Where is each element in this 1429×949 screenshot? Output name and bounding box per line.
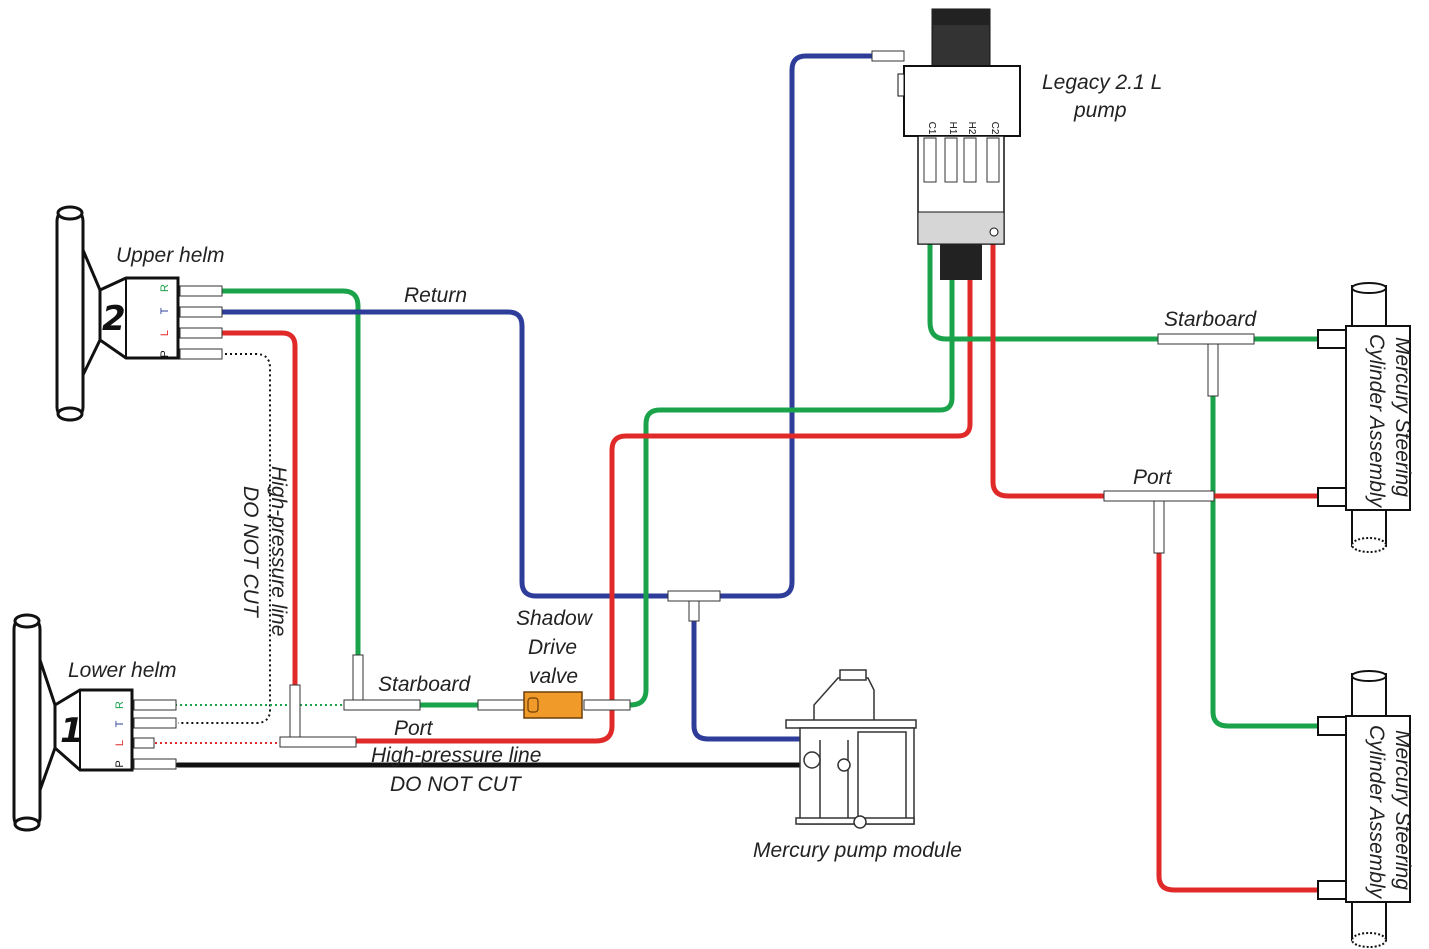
steering-cylinder-top bbox=[1317, 282, 1411, 553]
legacy-pump-label-line1: Legacy 2.1 L bbox=[1042, 71, 1162, 94]
return-tee bbox=[667, 590, 721, 602]
upper-helm-label: Upper helm bbox=[116, 244, 225, 267]
hp-dotted-line-vertical bbox=[178, 353, 271, 724]
fitting bbox=[133, 699, 177, 711]
upper-helm bbox=[55, 205, 180, 422]
lower-helm-port-hose bbox=[353, 177, 973, 744]
cylinder-bottom-label-line2: Cylinder Assembly bbox=[1365, 725, 1388, 900]
steering-cylinder-bottom bbox=[1317, 670, 1411, 948]
hp-vertical-label-line1: High-pressure line bbox=[267, 466, 290, 636]
fitting bbox=[179, 327, 223, 339]
fitting bbox=[133, 758, 177, 770]
fitting bbox=[289, 684, 301, 738]
lower-helm bbox=[12, 613, 134, 832]
shadow-valve-label-line1: Shadow bbox=[516, 607, 594, 630]
upper-helm-port-r: R bbox=[159, 284, 171, 292]
return-label: Return bbox=[404, 284, 467, 307]
pump-port-c1: C1 bbox=[926, 122, 937, 135]
cylinder-port-hose bbox=[990, 177, 1107, 499]
cylinder-port-down-hose bbox=[1156, 549, 1321, 893]
shadow-valve-label-line3: valve bbox=[529, 665, 578, 688]
hp-vertical-label-line2: DO NOT CUT bbox=[239, 486, 262, 619]
shadow-drive-valve bbox=[523, 691, 583, 719]
cylinder-bottom-label-line1: Mercury Steering bbox=[1391, 730, 1414, 890]
pump-module-label: Mercury pump module bbox=[753, 839, 962, 862]
shadow-valve-green-hose bbox=[627, 177, 955, 708]
upper-helm-port-t: T bbox=[159, 307, 171, 314]
fitting bbox=[477, 699, 525, 711]
port-tee bbox=[279, 736, 357, 748]
fitting bbox=[871, 50, 905, 62]
upper-helm-port-hose bbox=[219, 330, 298, 688]
fitting bbox=[133, 717, 177, 729]
starboard-tee bbox=[343, 699, 421, 711]
lower-helm-port-p: P bbox=[114, 760, 126, 767]
pump-port-h1: H1 bbox=[947, 122, 958, 135]
legacy-pump bbox=[897, 8, 1021, 280]
fitting bbox=[179, 306, 223, 318]
fitting bbox=[1207, 343, 1219, 397]
fitting bbox=[583, 699, 631, 711]
hp-line-label-line1: High-pressure line bbox=[371, 744, 541, 767]
lower-port-label: Port bbox=[394, 717, 434, 740]
cylinder-top-label-line2: Cylinder Assembly bbox=[1365, 334, 1388, 509]
pump-port-h2: H2 bbox=[966, 122, 977, 135]
pump-port-c2: C2 bbox=[989, 122, 1000, 135]
lower-helm-port-t: T bbox=[114, 720, 126, 727]
fitting bbox=[352, 654, 364, 701]
fitting bbox=[688, 600, 700, 622]
hp-line-label-line2: DO NOT CUT bbox=[390, 773, 523, 796]
port-cylinder-tee bbox=[1103, 490, 1215, 502]
cylinder-starboard-hose bbox=[927, 177, 1161, 342]
fitting bbox=[179, 285, 223, 297]
lower-helm-port-l: L bbox=[114, 740, 126, 746]
return-hose bbox=[219, 309, 671, 599]
upper-helm-port-l: L bbox=[159, 330, 171, 336]
fitting bbox=[179, 348, 223, 360]
fitting bbox=[133, 737, 155, 749]
cylinder-starboard-down-hose bbox=[1210, 393, 1321, 729]
upper-helm-number: 2 bbox=[102, 299, 126, 339]
legacy-pump-label-line2: pump bbox=[1073, 99, 1127, 122]
pump-module-return-hose bbox=[691, 617, 803, 742]
lower-helm-label: Lower helm bbox=[68, 659, 177, 682]
upper-helm-port-p: P bbox=[159, 350, 171, 357]
lower-helm-port-r: R bbox=[114, 701, 126, 709]
cylinder-top-label-line1: Mercury Steering bbox=[1391, 337, 1414, 497]
starboard-cylinder-label: Starboard bbox=[1164, 308, 1258, 331]
mercury-pump-module bbox=[785, 669, 917, 829]
lower-helm-number: 1 bbox=[60, 711, 84, 751]
shadow-valve-label-line2: Drive bbox=[528, 636, 577, 659]
port-cylinder-label: Port bbox=[1133, 466, 1173, 489]
starboard-cylinder-tee bbox=[1157, 333, 1255, 345]
legacy-pump-return-hose bbox=[717, 53, 875, 599]
upper-helm-starboard-hose bbox=[219, 288, 361, 665]
lower-starboard-label: Starboard bbox=[378, 673, 472, 696]
fitting bbox=[1153, 500, 1165, 554]
